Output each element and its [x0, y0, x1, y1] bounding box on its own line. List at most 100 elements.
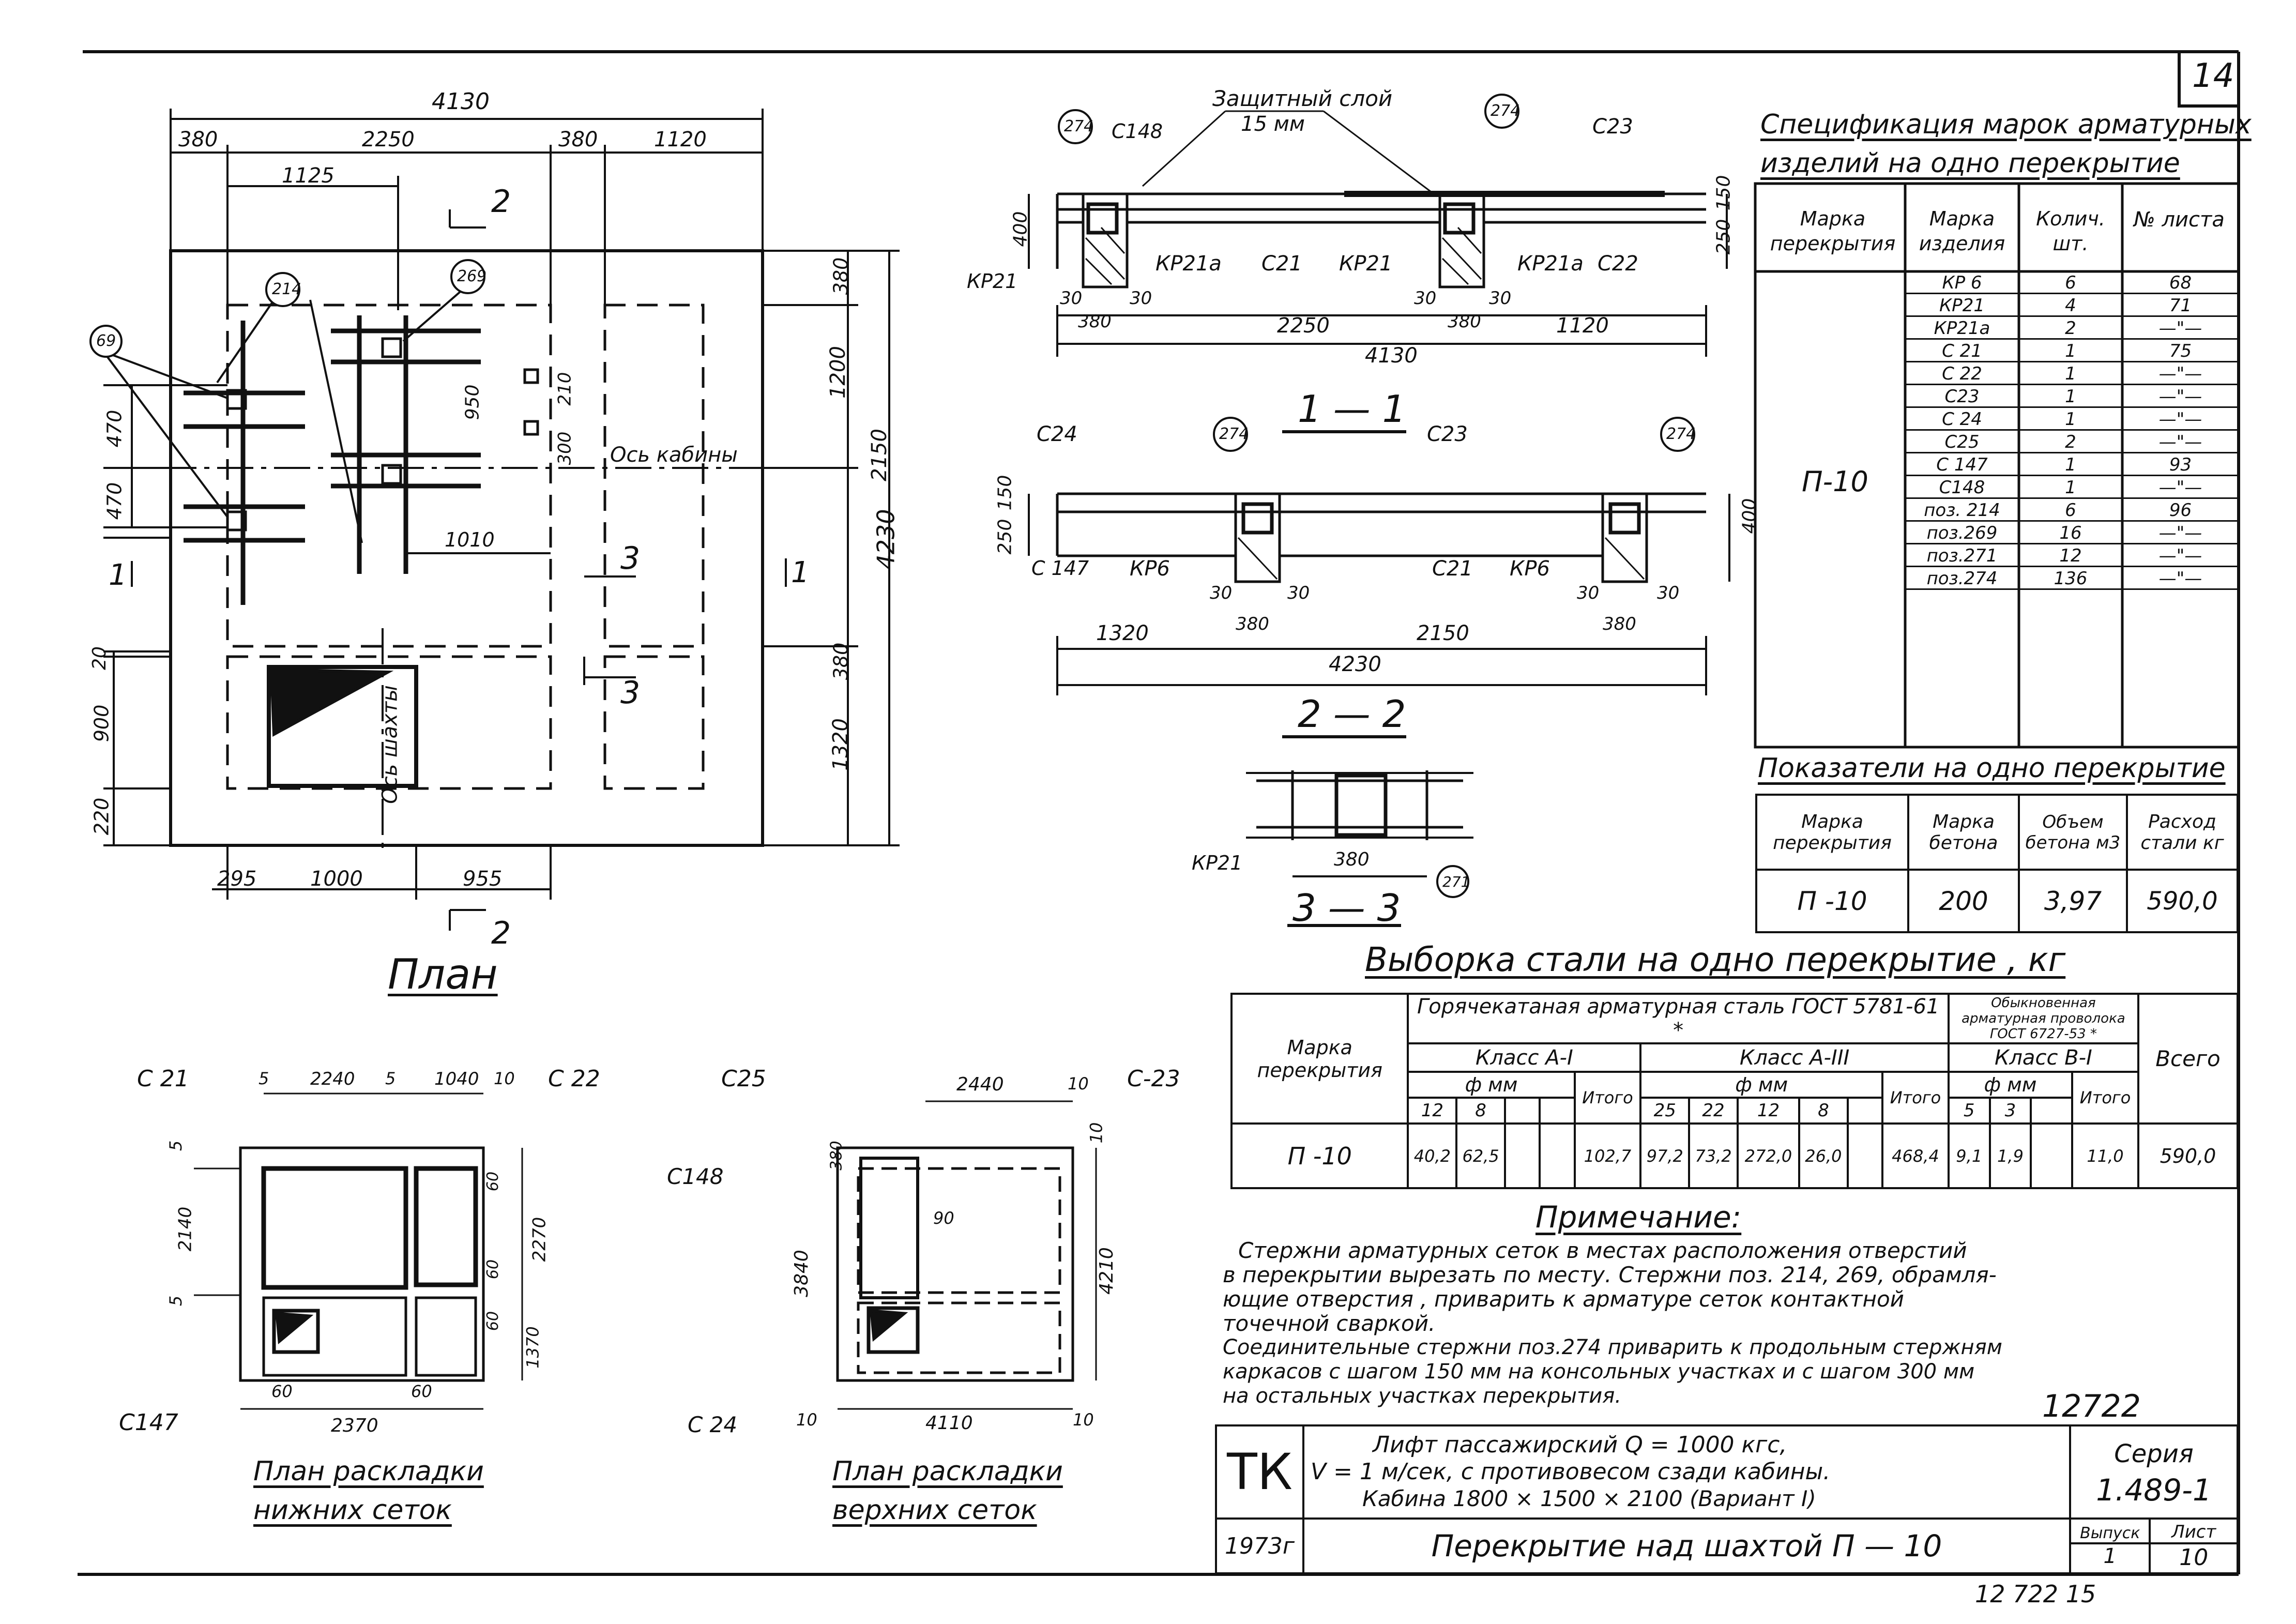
lower-mesh-drawing [194, 1092, 523, 1410]
steel-v-4: 73,2 [1688, 1122, 1739, 1189]
plan-dim-r380b: 380 [829, 642, 853, 680]
s11-dim-4130: 4130 [1365, 344, 1418, 368]
plan-pos-269: 269 [457, 267, 487, 285]
s22-label-c147: C 147 [1031, 557, 1089, 580]
bottom-stamp: 12 722 15 [1975, 1580, 2096, 1608]
plan-axis-cabin: Ось кабины [610, 443, 738, 467]
steel-d-blank4 [2030, 1097, 2074, 1125]
s11-protective-layer: Защитный слой [1212, 86, 1393, 111]
steel-d-3: 3 [1988, 1097, 2032, 1125]
plan-section3-a: 3 [620, 540, 641, 576]
spec-qty: 2 [2065, 318, 2076, 339]
spec-item: КР21 [1939, 295, 1985, 316]
spec-header-item: Марка изделия [1919, 207, 2005, 255]
steel-v-8: 1,9 [1988, 1122, 2032, 1189]
upper-mesh-dim-10a: 10 [1068, 1074, 1089, 1094]
note-line: в перекрытии вырезать по месту. Стержни … [1223, 1262, 1997, 1287]
spec-item: С25 [1944, 432, 1980, 452]
lower-mesh-dim-60c: 60 [484, 1311, 503, 1331]
spec-item: С 21 [1942, 341, 1982, 361]
s11-circle-274-b: 274 [1491, 102, 1520, 120]
steel-header-class3: Класс В-I [1947, 1042, 2139, 1073]
lower-mesh-dim-2270: 2270 [529, 1217, 550, 1262]
spec-sheet: 96 [2169, 500, 2192, 521]
title-block-description: Лифт пассажирский Q = 1000 кгс, V = 1 м/… [1302, 1424, 2071, 1520]
upper-mesh-dim-4210: 4210 [1096, 1247, 1117, 1295]
plan-dim-380-right: 380 [558, 128, 598, 151]
plan-dim-380-left: 380 [178, 128, 218, 151]
steel-header-total: Всего [2137, 993, 2239, 1125]
s11-label-kp21a-left: КР21а [1155, 252, 1222, 276]
steel-v-blank4 [2030, 1122, 2074, 1189]
s22-label-c24: C24 [1037, 422, 1077, 446]
lower-mesh-label-c147: С147 [119, 1409, 178, 1436]
lower-mesh-title-2: нижних сеток [253, 1495, 452, 1526]
note-line: каркасов с шагом 150 мм на консольных уч… [1223, 1360, 1975, 1384]
steel-header-itogo1: Итого [1573, 1071, 1642, 1125]
steel-v-3: 97,2 [1639, 1122, 1691, 1189]
steel-d-5: 5 [1947, 1097, 1991, 1125]
spec-sheet: —"— [2158, 363, 2202, 384]
steel-header-phi2: ф мм [1639, 1071, 1884, 1099]
spec-qty: 136 [2054, 568, 2088, 589]
plan-section1-right: 1 [791, 556, 810, 589]
note-title: Примечание: [1535, 1200, 1742, 1235]
s22-dim-30b: 30 [1287, 583, 1310, 603]
spec-sheet: —"— [2158, 523, 2202, 543]
title-block-issue-value: 1 [2103, 1544, 2117, 1568]
lower-mesh-dim-10: 10 [494, 1069, 515, 1088]
spec-title-line1: Спецификация марок арматурных [1760, 109, 2252, 140]
lower-mesh-dim-60a: 60 [484, 1171, 503, 1192]
s33-label-kp21: КР21 [1192, 852, 1243, 874]
lower-mesh-dim-60e: 60 [411, 1382, 432, 1401]
steel-v-6: 26,0 [1798, 1122, 1849, 1189]
plan-dim-l220: 220 [90, 797, 113, 836]
upper-mesh-dim-90: 90 [933, 1208, 954, 1228]
steel-d-12b: 12 [1736, 1097, 1801, 1125]
plan-dim-1125: 1125 [282, 164, 334, 188]
spec-qty: 6 [2065, 272, 2076, 293]
plan-section3-b: 3 [620, 675, 641, 711]
steel-header-group1: Горячекатаная арматурная сталь ГОСТ 5781… [1407, 993, 1950, 1044]
s11-label-kp21-mid: КР21 [1339, 252, 1393, 276]
spec-sheet: 71 [2169, 295, 2192, 316]
title-block-org: ТК [1215, 1424, 1304, 1520]
spec-qty: 1 [2065, 454, 2076, 475]
lower-mesh-dim-5b: 5 [385, 1069, 396, 1088]
s11-protective-value: 15 мм [1241, 112, 1305, 136]
s11-dim-380b: 380 [1448, 311, 1481, 332]
s11-dim-30a: 30 [1060, 288, 1083, 309]
s22-label-c23: C23 [1427, 422, 1468, 446]
s11-dim-400: 400 [1010, 211, 1031, 247]
spec-table-frame [1754, 182, 2240, 749]
upper-mesh-label-c24: С 24 [688, 1412, 738, 1437]
s11-label-c23: C23 [1592, 115, 1633, 139]
s22-dim-4230: 4230 [1329, 652, 1381, 676]
note-code: 12722 [2042, 1388, 2141, 1424]
lower-mesh-dim-60d: 60 [271, 1382, 293, 1401]
s22-dim-380b: 380 [1603, 614, 1636, 634]
section-1-1-drawing [1028, 94, 1728, 433]
plan-overall-width: 4130 [432, 88, 490, 115]
upper-mesh-dim-10b: 10 [1086, 1122, 1106, 1144]
spec-qty: 12 [2059, 545, 2082, 566]
s11-dim-2250: 2250 [1277, 314, 1330, 338]
steel-header-slab: Марка перекрытия [1230, 993, 1409, 1125]
plan-dim-r380a: 380 [829, 257, 853, 295]
lower-mesh-dim-1370: 1370 [523, 1326, 543, 1369]
s11-dim-150: 150 [1713, 175, 1735, 211]
spec-slab-value: П-10 [1802, 465, 1868, 498]
upper-mesh-drawing [836, 1100, 1097, 1410]
note-line: ющие отверстия , приварить к арматуре се… [1223, 1286, 1904, 1312]
spec-item: поз.274 [1926, 568, 1998, 589]
steel-v-slab: П -10 [1230, 1122, 1409, 1189]
s11-dim-380a: 380 [1078, 311, 1112, 332]
indicators-title: Показатели на одно перекрытие [1758, 753, 2226, 784]
s33-title: 3 — 3 [1293, 886, 1401, 930]
s22-label-c21: C21 [1432, 557, 1473, 581]
s11-dim-30b: 30 [1130, 288, 1152, 309]
spec-header-sheet: № листа [2134, 208, 2225, 232]
